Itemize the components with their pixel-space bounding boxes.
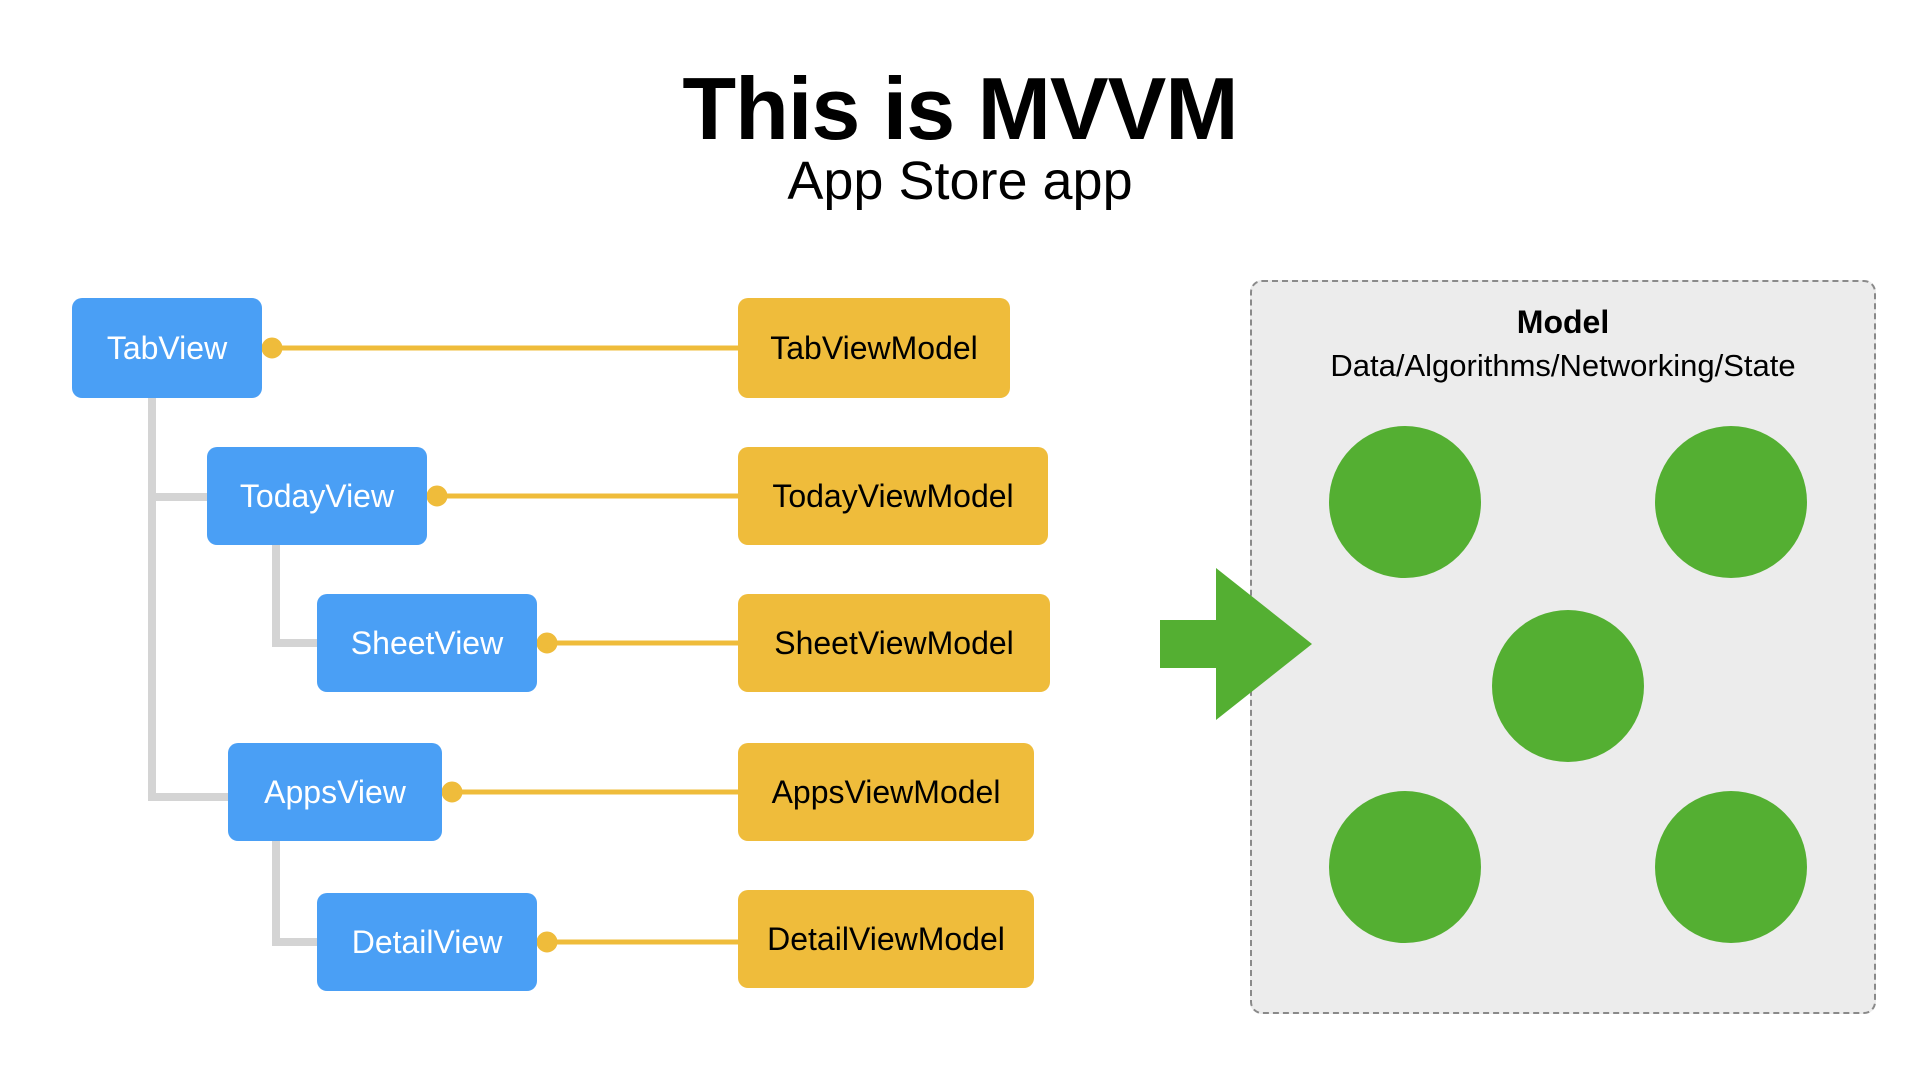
model-item-circle — [1492, 610, 1644, 762]
model-item-circle — [1329, 791, 1481, 943]
arrow-to-model-icon — [1160, 568, 1312, 720]
connector-dot-tab — [261, 337, 283, 359]
view-hierarchy-lines — [148, 398, 320, 946]
model-item-circle — [1655, 791, 1807, 943]
viewmodel-node-todayviewmodel: TodayViewModel — [738, 447, 1048, 545]
tree-line-today-to-sheet — [272, 543, 320, 647]
model-title: Model — [1516, 304, 1610, 340]
viewmodel-node-sheetviewmodel: SheetViewModel — [738, 594, 1050, 692]
viewmodel-node-detailviewmodel: DetailViewModel — [738, 890, 1034, 988]
viewmodel-node-tabviewmodel: TabViewModel — [738, 298, 1010, 398]
model-item-circle — [1329, 426, 1481, 578]
model-item-circle — [1655, 426, 1807, 578]
view-node-tabview: TabView — [72, 298, 262, 398]
tree-line-tab-to-today-apps — [148, 398, 230, 801]
view-node-detailview: DetailView — [317, 893, 537, 991]
viewmodel-node-appsviewmodel: AppsViewModel — [738, 743, 1034, 841]
connector-dot-today — [426, 485, 448, 507]
connector-dot-detail — [536, 931, 558, 953]
arrow-shape — [1160, 568, 1312, 720]
vm-connectors — [261, 337, 740, 953]
model-container: Model Data/Algorithms/Networking/State — [1250, 280, 1876, 1014]
view-node-sheetview: SheetView — [317, 594, 537, 692]
diagram-title: This is MVVM — [682, 59, 1238, 158]
connector-dot-sheet — [536, 632, 558, 654]
view-node-appsview: AppsView — [228, 743, 442, 841]
connector-dot-apps — [441, 781, 463, 803]
tree-line-apps-to-detail — [272, 841, 320, 946]
diagram-subtitle: App Store app — [787, 151, 1133, 211]
model-description: Data/Algorithms/Networking/State — [1330, 348, 1796, 383]
view-node-todayview: TodayView — [207, 447, 427, 545]
